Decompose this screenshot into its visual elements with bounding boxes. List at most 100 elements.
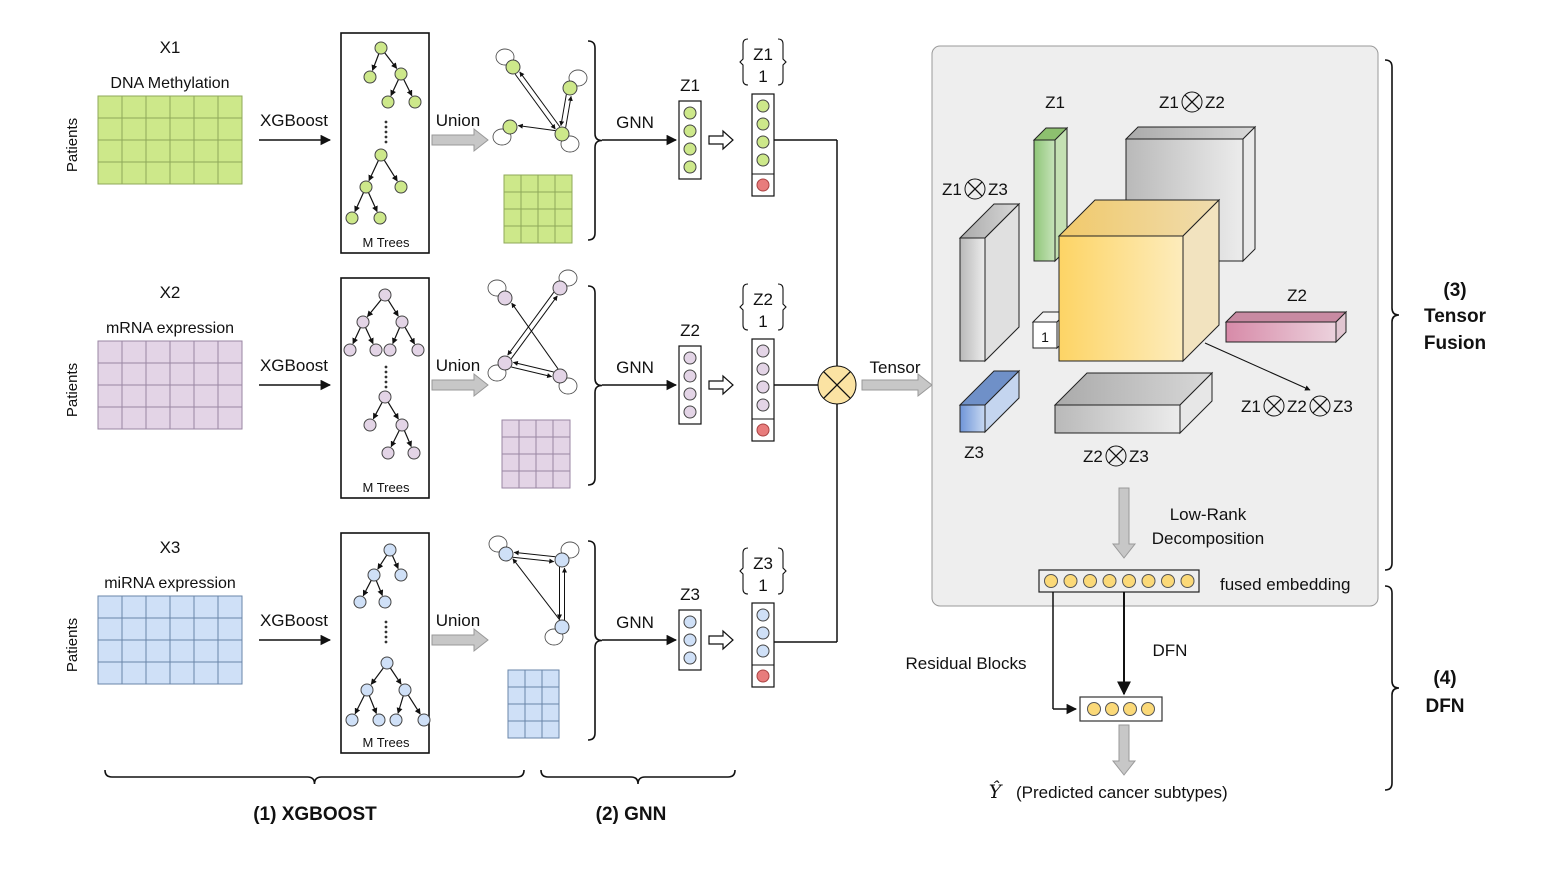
union-arrow	[431, 627, 489, 653]
tree-edge	[384, 52, 398, 69]
ellipsis-dot	[384, 375, 388, 379]
tree-node	[343, 343, 357, 357]
decision-tree	[363, 390, 421, 460]
self-loop	[487, 279, 507, 297]
stage1-label: (1) XGBOOST	[253, 804, 377, 825]
stage4-label-2: DFN	[1425, 696, 1464, 717]
decision-tree	[363, 41, 422, 109]
otimes-icon	[964, 178, 986, 200]
tree-node	[345, 713, 359, 727]
embedding-node	[683, 124, 697, 138]
dfn-label: DFN	[1153, 641, 1188, 660]
augmented-bottom-label: 1	[758, 67, 767, 86]
fused-node	[1122, 574, 1136, 588]
decision-tree	[345, 148, 408, 225]
decision-tree	[343, 288, 425, 357]
tensor-label: Tensor	[869, 358, 920, 377]
operand-label: Z2	[1287, 397, 1307, 416]
stage4-brace	[1384, 585, 1400, 791]
bias-node	[756, 423, 770, 437]
tree-edge	[383, 159, 398, 182]
modality-name: X1	[160, 38, 181, 57]
embedding-node	[683, 106, 697, 120]
tree-node	[363, 70, 377, 84]
label-one: 1	[1041, 329, 1049, 345]
tree-node	[378, 390, 392, 404]
tree-edge	[387, 299, 399, 317]
fused-node	[1063, 574, 1078, 588]
adjacency-matrix	[501, 419, 571, 489]
xgboost-label: XGBoost	[260, 611, 328, 630]
embedding-node	[683, 142, 697, 156]
trees-label: M Trees	[363, 735, 410, 750]
tree-node	[395, 418, 409, 432]
operand-label: Z1	[942, 180, 962, 199]
graph-edge	[565, 95, 573, 128]
tree-node	[383, 543, 397, 557]
embedding-node	[683, 651, 697, 665]
embedding-node	[683, 633, 697, 647]
embedding-node	[683, 615, 697, 629]
graph-node	[502, 119, 518, 135]
embedding-node	[683, 160, 697, 174]
ellipsis-dot	[384, 140, 388, 144]
box-side	[1242, 125, 1256, 263]
label-z3: Z3	[964, 443, 984, 462]
tree-node	[407, 446, 421, 460]
decision-tree	[345, 656, 431, 727]
augmented-node	[756, 344, 770, 358]
patients-axis-label: Patients	[64, 363, 81, 417]
graph-edge	[517, 123, 556, 132]
embedding-label: Z3	[680, 585, 700, 604]
output-node	[1141, 702, 1155, 716]
otimes-circle	[1309, 395, 1331, 417]
left-brace	[739, 38, 749, 86]
graph-node	[505, 59, 521, 75]
xgboost-label: XGBoost	[260, 356, 328, 375]
otimes-icon	[1181, 91, 1203, 113]
fused-embedding-vector	[1038, 569, 1200, 593]
operand-label: Z1	[1241, 397, 1261, 416]
output-node	[1123, 702, 1137, 716]
graph-node	[554, 552, 570, 568]
operand-label: Z1	[1159, 93, 1179, 112]
graph-edge	[511, 366, 553, 378]
otimes-icon	[1309, 395, 1331, 417]
tensor-arrow	[861, 372, 933, 398]
append-arrow	[708, 129, 734, 151]
self-loop	[492, 128, 512, 146]
embedding-node	[683, 369, 697, 383]
augmented-brace	[739, 283, 787, 331]
otimes-stroke	[967, 181, 983, 197]
operand-label: Z3	[988, 180, 1008, 199]
tree-node	[381, 95, 395, 109]
xgboost-label: XGBoost	[260, 111, 328, 130]
augmented-node	[756, 99, 770, 113]
box-front	[1033, 139, 1056, 262]
stage2-label: (2) GNN	[596, 804, 667, 825]
augmented-bottom-label: 1	[758, 312, 767, 331]
lowrank-label-2: Decomposition	[1152, 529, 1264, 548]
operand-label: Z3	[1333, 397, 1353, 416]
output-node	[1087, 702, 1101, 716]
box-front	[959, 404, 986, 433]
tree-edge	[368, 160, 379, 182]
ellipsis-dot	[384, 130, 388, 134]
gnn-brace	[587, 40, 603, 241]
y-hat-symbol: Ŷ	[989, 780, 1004, 803]
stage3-label-3: Fusion	[1424, 333, 1486, 354]
augmented-top-label: Z3	[753, 554, 773, 573]
union-arrow	[431, 372, 489, 398]
self-loop	[488, 535, 508, 553]
append-arrow	[708, 629, 734, 651]
augmented-top-label: Z1	[753, 45, 773, 64]
gnn-brace	[587, 540, 603, 741]
tree-node	[378, 288, 392, 302]
self-loop	[495, 48, 515, 66]
augmented-node	[756, 644, 770, 658]
